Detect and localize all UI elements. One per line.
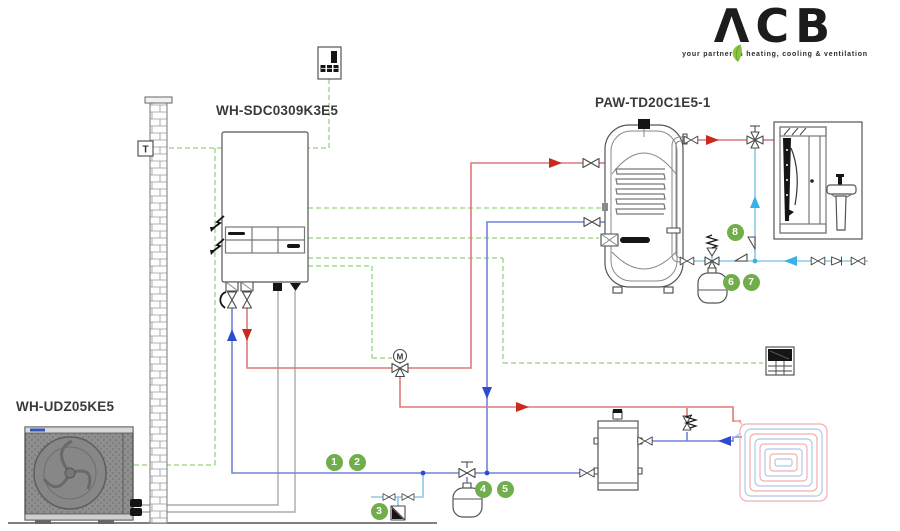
shower-cabin: [779, 126, 827, 234]
valve-icon: [226, 291, 238, 309]
circuit-marker: 7: [742, 273, 760, 291]
valve-icon: [241, 291, 253, 309]
circuit-marker: 4: [474, 480, 492, 498]
outdoor-unit: [24, 426, 142, 524]
heating-expansion-vessel: [452, 482, 483, 518]
indoor-unit: [210, 131, 309, 309]
outdoor-sensor-letter: T: [142, 145, 148, 156]
buffer-tank: [593, 409, 643, 491]
leaf-icon: [724, 23, 748, 73]
bypass-valve: [682, 414, 699, 431]
safety-relief-valve: [704, 234, 720, 269]
circuit-marker: 3: [370, 502, 388, 520]
tank-label: PAW-TD20C1E5-1: [595, 95, 711, 110]
floor-heating-coil: [732, 420, 828, 502]
refrigerant-pipes: [140, 291, 296, 513]
circuit-marker: 2: [348, 453, 366, 471]
condensate-drain: [219, 291, 227, 309]
circuit-marker: 6: [722, 273, 740, 291]
washbasin: [826, 174, 857, 231]
circuit-marker: 1: [325, 453, 343, 471]
mixing-valve-letter: M: [397, 353, 404, 362]
heating-flow-pipes: [246, 139, 774, 422]
acb-logo-letters: Λ CB: [666, 0, 884, 62]
logo-letters-cb: CB: [755, 0, 837, 53]
room-controller: [765, 346, 795, 376]
air-vent-icon: [612, 409, 623, 421]
circuit-marker: 5: [496, 480, 514, 498]
tank-sensor-pocket: [602, 203, 608, 211]
shower-room: [773, 121, 863, 240]
logo-letter-a: Λ: [714, 2, 756, 62]
filter-icon: [390, 505, 406, 521]
outdoor-unit-label: WH-UDZ05KE5: [16, 399, 115, 414]
flow-direction-arrows: [227, 135, 797, 446]
junction-dots: [420, 258, 758, 476]
shower-hose: [790, 147, 798, 206]
logo-tagline: your partner in heating, cooling & venti…: [682, 51, 868, 58]
dhw-tank: [600, 119, 688, 294]
circuit-marker: 8: [726, 223, 744, 241]
acb-logo: Λ CB your partner in heating, cooling & …: [666, 0, 884, 62]
brand-plate: [30, 428, 45, 432]
power-bolt-icon: [210, 215, 225, 255]
outdoor-temp-sensor: T: [137, 140, 154, 157]
wall-chimney: [144, 96, 173, 524]
motorized-mixing-valve: M: [391, 348, 409, 378]
door-handle: [810, 179, 814, 183]
thermostatic-mixing-valve: [746, 125, 764, 149]
fill-valve: [458, 461, 476, 479]
electrical-box: [317, 46, 342, 80]
indoor-unit-label: WH-SDC0309K3E5: [216, 103, 339, 118]
